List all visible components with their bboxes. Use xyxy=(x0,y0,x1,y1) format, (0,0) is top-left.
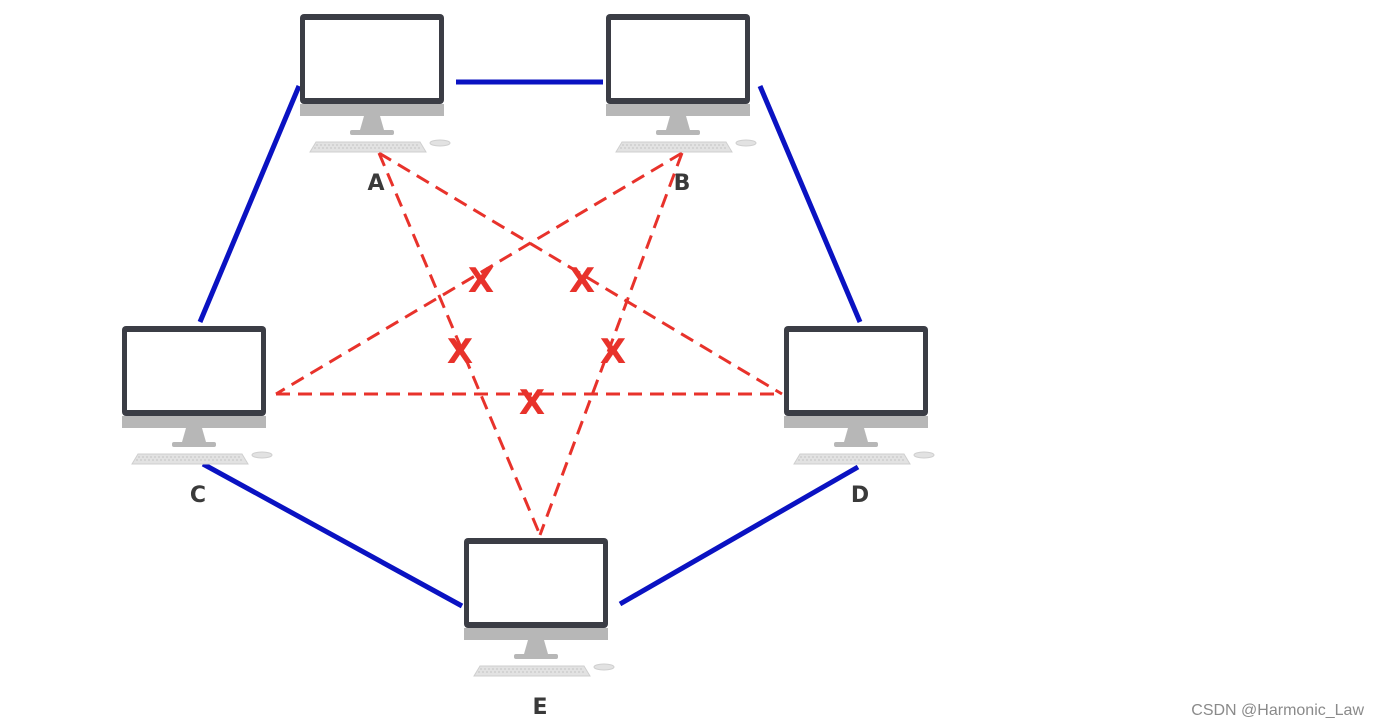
solid-links xyxy=(197,79,863,609)
monitor-stand xyxy=(844,428,868,442)
node-label-e: E xyxy=(532,695,547,720)
computer-node-b xyxy=(606,14,757,153)
computer-node-e xyxy=(464,538,615,677)
mouse-icon xyxy=(429,139,451,147)
blocked-link-a-d xyxy=(378,151,783,396)
solid-link-a-c xyxy=(197,85,302,323)
blocked-link-b-c xyxy=(275,151,683,396)
mouse-icon xyxy=(251,451,273,459)
monitor-stand xyxy=(524,640,548,654)
computer-node-c xyxy=(122,326,273,465)
blocked-links xyxy=(275,151,783,536)
monitor-base xyxy=(656,130,700,135)
blocked-mark: X xyxy=(519,383,545,423)
monitor-bezel xyxy=(464,628,608,640)
node-label-d: D xyxy=(851,483,869,508)
monitor-stand xyxy=(360,116,384,130)
monitor-screen xyxy=(611,20,745,98)
keyboard-icon xyxy=(309,141,427,153)
computer-nodes: A B C D E xyxy=(122,14,935,720)
keyboard-icon xyxy=(131,453,249,465)
monitor-screen xyxy=(469,544,603,622)
monitor-base xyxy=(834,442,878,447)
monitor-base xyxy=(350,130,394,135)
mouse-icon xyxy=(735,139,757,147)
blocked-mark: X xyxy=(468,261,494,301)
blocked-mark: X xyxy=(447,332,473,372)
keyboard-icon xyxy=(793,453,911,465)
solid-link-c-e xyxy=(201,461,464,609)
computer-node-d xyxy=(784,326,935,465)
keyboard-icon xyxy=(473,665,591,677)
monitor-stand xyxy=(666,116,690,130)
monitor-screen xyxy=(305,20,439,98)
monitor-stand xyxy=(182,428,206,442)
blocked-link-a-e xyxy=(377,152,542,536)
blocked-link-b-e xyxy=(538,152,684,536)
computer-node-a xyxy=(300,14,451,153)
keyboard-icon xyxy=(615,141,733,153)
node-label-c: C xyxy=(190,483,206,508)
monitor-bezel xyxy=(784,416,928,428)
mouse-icon xyxy=(593,663,615,671)
monitor-screen xyxy=(789,332,923,410)
monitor-screen xyxy=(127,332,261,410)
solid-link-b-d xyxy=(757,85,863,323)
blocked-mark: X xyxy=(569,261,595,301)
node-label-b: B xyxy=(674,171,691,196)
monitor-base xyxy=(172,442,216,447)
monitor-bezel xyxy=(122,416,266,428)
monitor-base xyxy=(514,654,558,659)
solid-link-d-e xyxy=(618,464,860,607)
mouse-icon xyxy=(913,451,935,459)
monitor-bezel xyxy=(300,104,444,116)
node-label-a: A xyxy=(367,171,384,196)
watermark: CSDN @Harmonic_Law xyxy=(1191,702,1364,719)
monitor-bezel xyxy=(606,104,750,116)
blocked-mark: X xyxy=(600,332,626,372)
